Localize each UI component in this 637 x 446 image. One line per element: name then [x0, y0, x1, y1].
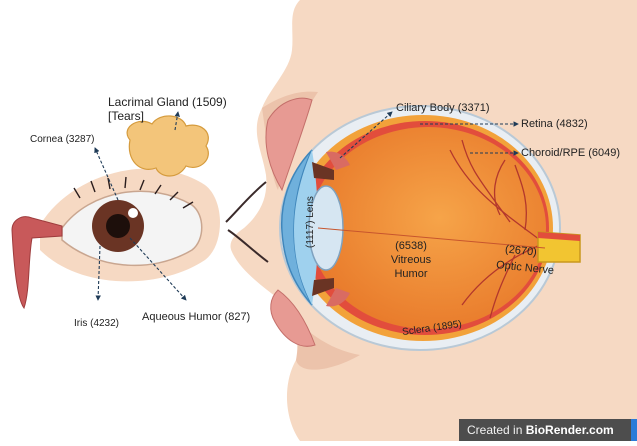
label-tears: [Tears]: [108, 110, 144, 124]
label-lens: Lens: [305, 196, 316, 218]
label-lens-group: (1117) Lens: [305, 198, 317, 248]
label-ciliary-body: Ciliary Body (3371): [396, 102, 490, 115]
extraocular-muscle: [12, 217, 62, 308]
credit-badge: [631, 419, 637, 441]
label-vitreous-2: Humor: [388, 268, 434, 281]
label-iris: Iris (4232): [74, 318, 119, 330]
label-vitreous-1: Vitreous: [388, 254, 434, 267]
front-pupil: [106, 214, 130, 238]
label-choroid-rpe: Choroid/RPE (6049): [521, 147, 620, 160]
front-glint: [128, 208, 138, 218]
label-lens-count: (1117): [305, 221, 316, 248]
label-aqueous-humor: Aqueous Humor (827): [142, 311, 250, 324]
credit-prefix: Created in: [467, 423, 526, 437]
label-retina: Retina (4832): [521, 118, 588, 131]
credit-brand: BioRender.com: [526, 423, 614, 437]
label-vitreous-count: (6538): [388, 240, 434, 253]
label-lacrimal-gland: Lacrimal Gland (1509): [108, 96, 227, 110]
lacrimal-gland-shape: [127, 116, 208, 176]
biorender-credit: Created in BioRender.com: [459, 419, 637, 441]
label-cornea: Cornea (3287): [30, 134, 94, 146]
